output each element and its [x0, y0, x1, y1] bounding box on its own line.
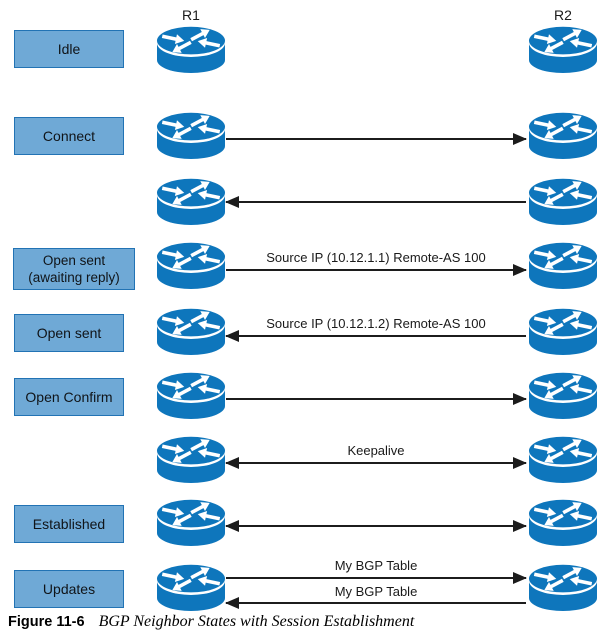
- state-box-open-sent-awaiting: Open sent (awaiting reply): [13, 248, 135, 290]
- figure-title: BGP Neighbor States with Session Establi…: [98, 613, 415, 630]
- arrow-label: Keepalive: [347, 443, 405, 458]
- arrow-r2-to-r1: [225, 196, 526, 208]
- router-icon-r1: [156, 308, 226, 358]
- router-icon-r2: [528, 242, 598, 292]
- figure-label: Figure 11-6: [8, 614, 85, 630]
- arrow-r1-to-r2: [226, 133, 527, 145]
- state-label: Open Confirm: [25, 389, 113, 405]
- router-icon-r2: [528, 499, 598, 549]
- state-box-open-confirm: Open Confirm: [14, 378, 124, 416]
- router-icon-r2: [528, 178, 598, 228]
- state-box-connect: Connect: [14, 117, 124, 155]
- router-icon-r2: [528, 112, 598, 162]
- state-label: Connect: [42, 128, 96, 144]
- router-icon-r1: [156, 436, 226, 486]
- state-label: Open sent: [36, 325, 102, 341]
- router-icon-r1: [156, 112, 226, 162]
- router-icon-r2: [528, 26, 598, 76]
- arrow-r2-to-r1: [225, 330, 526, 342]
- figure-caption: Figure 11-6 BGP Neighbor States with Sess…: [8, 613, 414, 631]
- arrow-r1-to-r2: [226, 264, 527, 276]
- arrow-label: Source IP (10.12.1.2) Remote-AS 100: [266, 316, 486, 331]
- arrow-label: Source IP (10.12.1.1) Remote-AS 100: [266, 250, 486, 265]
- state-label: Established: [32, 516, 106, 532]
- state-label: Updates: [42, 581, 96, 597]
- router-label-r2: R2: [554, 7, 572, 23]
- router-icon-r1: [156, 499, 226, 549]
- arrow-label: My BGP Table: [334, 558, 418, 573]
- state-label-line1: Open sent: [42, 253, 106, 268]
- state-box-idle: Idle: [14, 30, 124, 68]
- router-label-r1: R1: [182, 7, 200, 23]
- router-icon-r2: [528, 564, 598, 614]
- state-box-established: Established: [14, 505, 124, 543]
- arrow-label: My BGP Table: [334, 584, 418, 599]
- router-icon-r1: [156, 26, 226, 76]
- router-icon-r1: [156, 372, 226, 422]
- arrow-r2-to-r1: [225, 597, 526, 609]
- arrow-bidirectional: [225, 457, 527, 469]
- state-label: Idle: [57, 41, 81, 57]
- arrow-bidirectional: [225, 520, 527, 532]
- router-icon-r2: [528, 308, 598, 358]
- state-label-line2: (awaiting reply): [28, 270, 120, 285]
- router-icon-r2: [528, 436, 598, 486]
- arrow-r1-to-r2: [226, 393, 527, 405]
- state-box-open-sent: Open sent: [14, 314, 124, 352]
- router-icon-r2: [528, 372, 598, 422]
- router-icon-r1: [156, 564, 226, 614]
- state-box-updates: Updates: [14, 570, 124, 608]
- arrow-r1-to-r2: [226, 572, 527, 584]
- router-icon-r1: [156, 242, 226, 292]
- router-icon-r1: [156, 178, 226, 228]
